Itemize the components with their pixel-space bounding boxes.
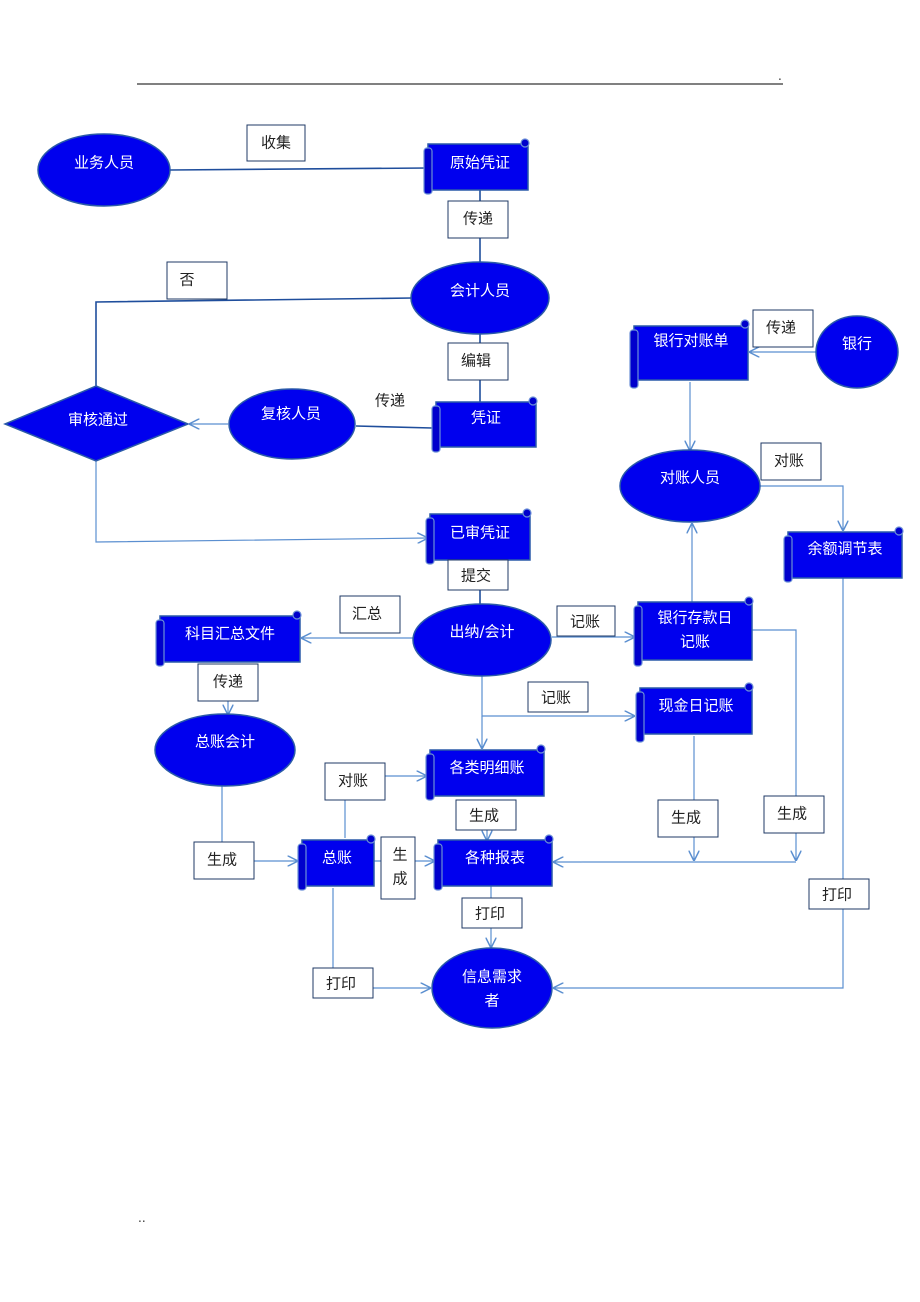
node-kemu: 科目汇总文件 — [155, 610, 302, 667]
node-shenhe: 审核通过 — [3, 385, 190, 462]
label-chuandi-2: 传递 — [375, 392, 405, 410]
node-yewu-label: 业务人员 — [74, 154, 134, 172]
node-xinxi: 信息需求 者 — [431, 947, 553, 1029]
label-shengcheng-2a-text: 生 — [392, 846, 407, 864]
label-dayin-3: 打印 — [312, 967, 374, 999]
label-chuandi-3: 传递 — [197, 663, 259, 702]
header-dot: . — [778, 69, 782, 83]
node-yue-label: 余额调节表 — [807, 540, 882, 558]
label-jizhang-2: 记账 — [527, 681, 589, 713]
label-shengcheng-1-text: 生成 — [469, 807, 499, 825]
node-xianjin: 现金日记账 — [635, 682, 754, 743]
node-baobiao-label: 各种报表 — [465, 849, 525, 867]
node-duizhang-ry-label: 对账人员 — [660, 469, 720, 487]
label-chuandi-4: 传递 — [752, 309, 814, 348]
node-mingxi: 各类明细账 — [425, 744, 546, 801]
edge-kuaiji-fou — [95, 297, 413, 388]
label-tijiao: 提交 — [447, 559, 509, 591]
node-pingzheng: 凭证 — [431, 396, 538, 453]
label-huizong-text: 汇总 — [352, 605, 382, 623]
label-fou: 否 — [166, 261, 228, 300]
label-dayin-1-text: 打印 — [475, 905, 505, 923]
label-duizhang-1: 对账 — [324, 762, 386, 801]
node-yuanshi: 原始凭证 — [423, 138, 530, 195]
node-zongzhang: 总账 — [297, 834, 376, 891]
edge-duizhangry-yue — [760, 485, 843, 530]
label-shengcheng-1: 生成 — [455, 799, 517, 831]
node-zongzhang-label: 总账 — [322, 849, 352, 867]
node-xianjin-label: 现金日记账 — [658, 697, 733, 715]
label-duizhang-2-text: 对账 — [774, 452, 804, 470]
label-shouji-text: 收集 — [261, 134, 291, 152]
node-yue: 余额调节表 — [783, 526, 904, 583]
node-mingxi-label: 各类明细账 — [449, 759, 524, 777]
node-yewu: 业务人员 — [37, 133, 171, 207]
label-dayin-2: 打印 — [808, 878, 870, 910]
label-chuandi-1: 传递 — [447, 200, 509, 239]
label-dayin-3-text: 打印 — [326, 975, 356, 993]
label-duizhang-1-text: 对账 — [338, 772, 368, 790]
label-dayin-2-text: 打印 — [822, 886, 852, 904]
node-yishen: 已审凭证 — [425, 508, 532, 565]
node-chuna-label: 出纳/会计 — [449, 623, 514, 641]
node-cunkuan-label-2: 记账 — [680, 633, 710, 651]
label-jizhang-1: 记账 — [556, 605, 616, 637]
node-kemu-label: 科目汇总文件 — [185, 625, 275, 643]
label-huizong: 汇总 — [339, 595, 401, 634]
footer-dots: .. — [138, 1211, 146, 1225]
edge-shenhe-yishen — [95, 460, 427, 542]
label-jizhang-2-text: 记账 — [541, 689, 571, 707]
node-kuaiji: 会计人员 — [410, 261, 550, 335]
label-shengcheng-5-text: 生成 — [777, 805, 807, 823]
label-duizhang-2: 对账 — [760, 442, 822, 481]
label-bianji-text: 编辑 — [461, 352, 491, 370]
label-shengcheng-4: 生成 — [657, 799, 719, 838]
node-baobiao: 各种报表 — [433, 834, 554, 891]
node-duizhang-ry: 对账人员 — [619, 449, 761, 523]
label-tijiao-text: 提交 — [461, 567, 491, 585]
node-yinhang: 银行 — [815, 315, 899, 389]
label-chuandi-3-text: 传递 — [213, 673, 243, 691]
node-duizhangdan: 银行对账单 — [629, 319, 750, 389]
label-shengcheng-2b-text: 成 — [392, 870, 407, 888]
node-cunkuan: 银行存款日 记账 — [633, 596, 754, 667]
node-kuaiji-label: 会计人员 — [450, 282, 510, 300]
label-shengcheng-3-text: 生成 — [207, 851, 237, 869]
edge-cunkuan-down — [752, 629, 796, 860]
label-dayin-1: 打印 — [461, 897, 523, 929]
node-zongzhang-kj-label: 总账会计 — [195, 733, 255, 751]
label-fou-text: 否 — [179, 271, 194, 289]
label-shengcheng-4-text: 生成 — [671, 809, 701, 827]
label-bianji: 编辑 — [447, 342, 509, 381]
node-xinxi-label-2: 者 — [484, 992, 499, 1010]
label-chuandi-1-text: 传递 — [463, 210, 493, 228]
node-yishen-label: 已审凭证 — [450, 524, 510, 542]
node-zongzhang-kj: 总账会计 — [154, 713, 296, 787]
label-chuandi-4-text: 传递 — [766, 319, 796, 337]
edge-labels: 收集 传递 否 编辑 传递 提交 汇总 记账 传递 — [166, 124, 870, 999]
node-yinhang-label: 银行 — [842, 335, 872, 353]
node-chuna: 出纳/会计 — [412, 603, 552, 677]
edge-yue-xinxi — [554, 578, 844, 988]
node-shenhe-label: 审核通过 — [68, 411, 128, 429]
node-cunkuan-label-1: 银行存款日 — [657, 609, 732, 627]
label-shouji: 收集 — [246, 124, 306, 162]
node-duizhangdan-label: 银行对账单 — [653, 332, 728, 350]
edge-yewu-yuanshi — [169, 167, 429, 171]
label-shengcheng-5: 生成 — [763, 795, 825, 834]
label-shengcheng-2: 生 成 — [380, 836, 416, 900]
node-fuhe-label: 复核人员 — [261, 405, 321, 423]
node-fuhe: 复核人员 — [228, 388, 356, 460]
label-jizhang-1-text: 记账 — [570, 613, 600, 631]
edge-pingzheng-fuhe — [355, 425, 433, 429]
node-xinxi-label-1: 信息需求 — [462, 968, 522, 986]
node-pingzheng-label: 凭证 — [471, 409, 501, 427]
label-shengcheng-3: 生成 — [193, 841, 255, 880]
node-yuanshi-label: 原始凭证 — [450, 154, 510, 172]
